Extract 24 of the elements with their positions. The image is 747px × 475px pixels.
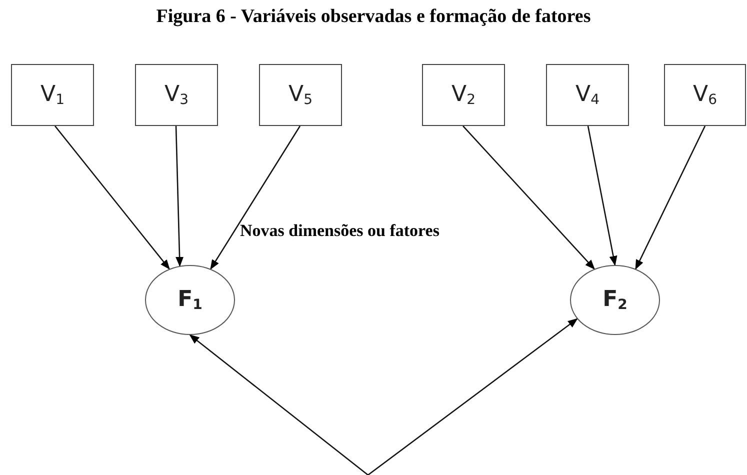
variable-box	[422, 64, 505, 126]
arrow	[54, 126, 170, 270]
arrow	[635, 126, 706, 270]
arrow	[587, 126, 618, 266]
figure-title: Figura 6 - Variáveis observadas e formação de fatores	[155, 6, 592, 28]
arrow	[462, 126, 595, 270]
variable-box	[135, 64, 218, 126]
variable-label: V$_{6}$	[693, 82, 717, 108]
arrow	[368, 318, 578, 475]
variable-box	[664, 64, 746, 126]
variable-box	[546, 64, 629, 126]
annotation-text: Novas dimensões ou fatores	[240, 221, 440, 241]
variable-label: V$_{4}$	[576, 82, 600, 108]
arrow	[175, 126, 184, 267]
arrow	[210, 126, 301, 270]
variable-label: V$_{1}$	[40, 82, 64, 108]
factor-label: F$_{1}$	[178, 287, 202, 313]
variable-label: V$_{2}$	[452, 82, 476, 108]
variable-box	[259, 64, 342, 126]
factor-label: F$_{2}$	[602, 287, 628, 313]
variable-box	[11, 64, 94, 126]
arrow	[189, 334, 368, 475]
variable-label: V$_{3}$	[164, 82, 188, 108]
variable-label: V$_{5}$	[288, 82, 312, 108]
